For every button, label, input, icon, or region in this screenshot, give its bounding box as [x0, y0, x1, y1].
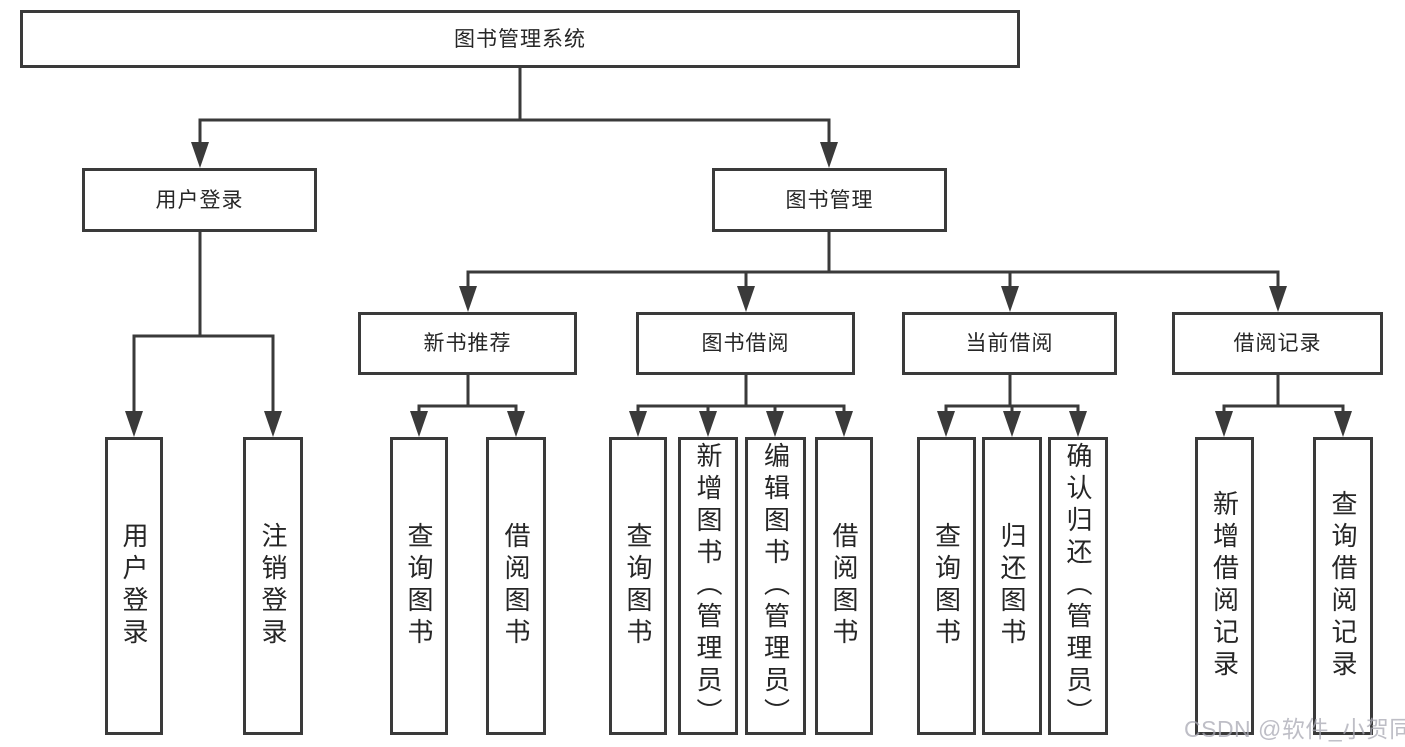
- leaf-query-books-borrow: 查询图书: [609, 437, 667, 735]
- leaf-query-borrow-record: 查询借阅记录: [1313, 437, 1373, 735]
- leaf-edit-book-admin: 编辑图书（管理员）: [745, 437, 806, 735]
- leaf-logout: 注销登录: [243, 437, 303, 735]
- node-library-management-system: 图书管理系统: [20, 10, 1020, 68]
- node-user-login: 用户登录: [82, 168, 317, 232]
- leaf-add-book-admin: 新增图书（管理员）: [678, 437, 738, 735]
- leaf-user-login: 用户登录: [105, 437, 163, 735]
- leaf-borrow-books: 借阅图书: [815, 437, 873, 735]
- leaf-query-books-current: 查询图书: [917, 437, 976, 735]
- node-book-management: 图书管理: [712, 168, 947, 232]
- node-current-borrowing: 当前借阅: [902, 312, 1117, 375]
- node-new-book-recommendation: 新书推荐: [358, 312, 577, 375]
- leaf-add-borrow-record: 新增借阅记录: [1195, 437, 1254, 735]
- leaf-return-books: 归还图书: [982, 437, 1042, 735]
- leaf-query-books-recommend: 查询图书: [390, 437, 448, 735]
- csdn-watermark: CSDN @软件_小贺同学: [1184, 716, 1405, 742]
- leaf-confirm-return-admin: 确认归还（管理员）: [1048, 437, 1108, 735]
- leaf-borrow-books-recommend: 借阅图书: [486, 437, 546, 735]
- node-borrowing-records: 借阅记录: [1172, 312, 1383, 375]
- node-book-borrowing: 图书借阅: [636, 312, 855, 375]
